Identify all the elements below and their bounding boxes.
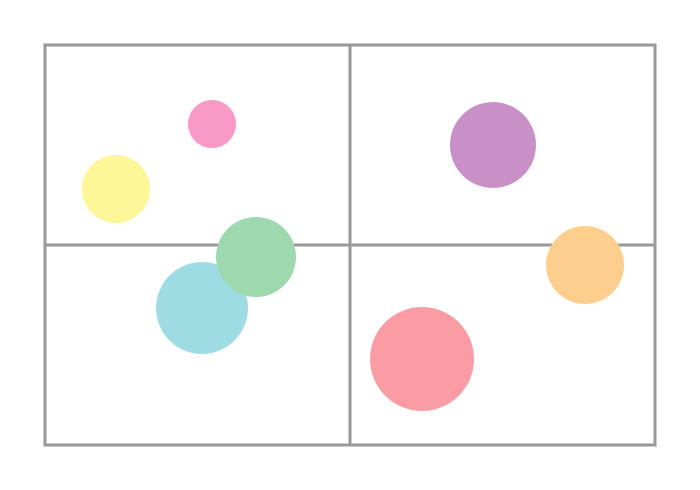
orange-circle bbox=[546, 226, 624, 304]
pink-circle bbox=[188, 100, 236, 148]
purple-circle bbox=[450, 102, 536, 188]
blue-circle bbox=[156, 262, 248, 354]
green-circle bbox=[216, 217, 296, 297]
yellow-circle bbox=[82, 155, 150, 223]
red-circle bbox=[370, 307, 474, 411]
